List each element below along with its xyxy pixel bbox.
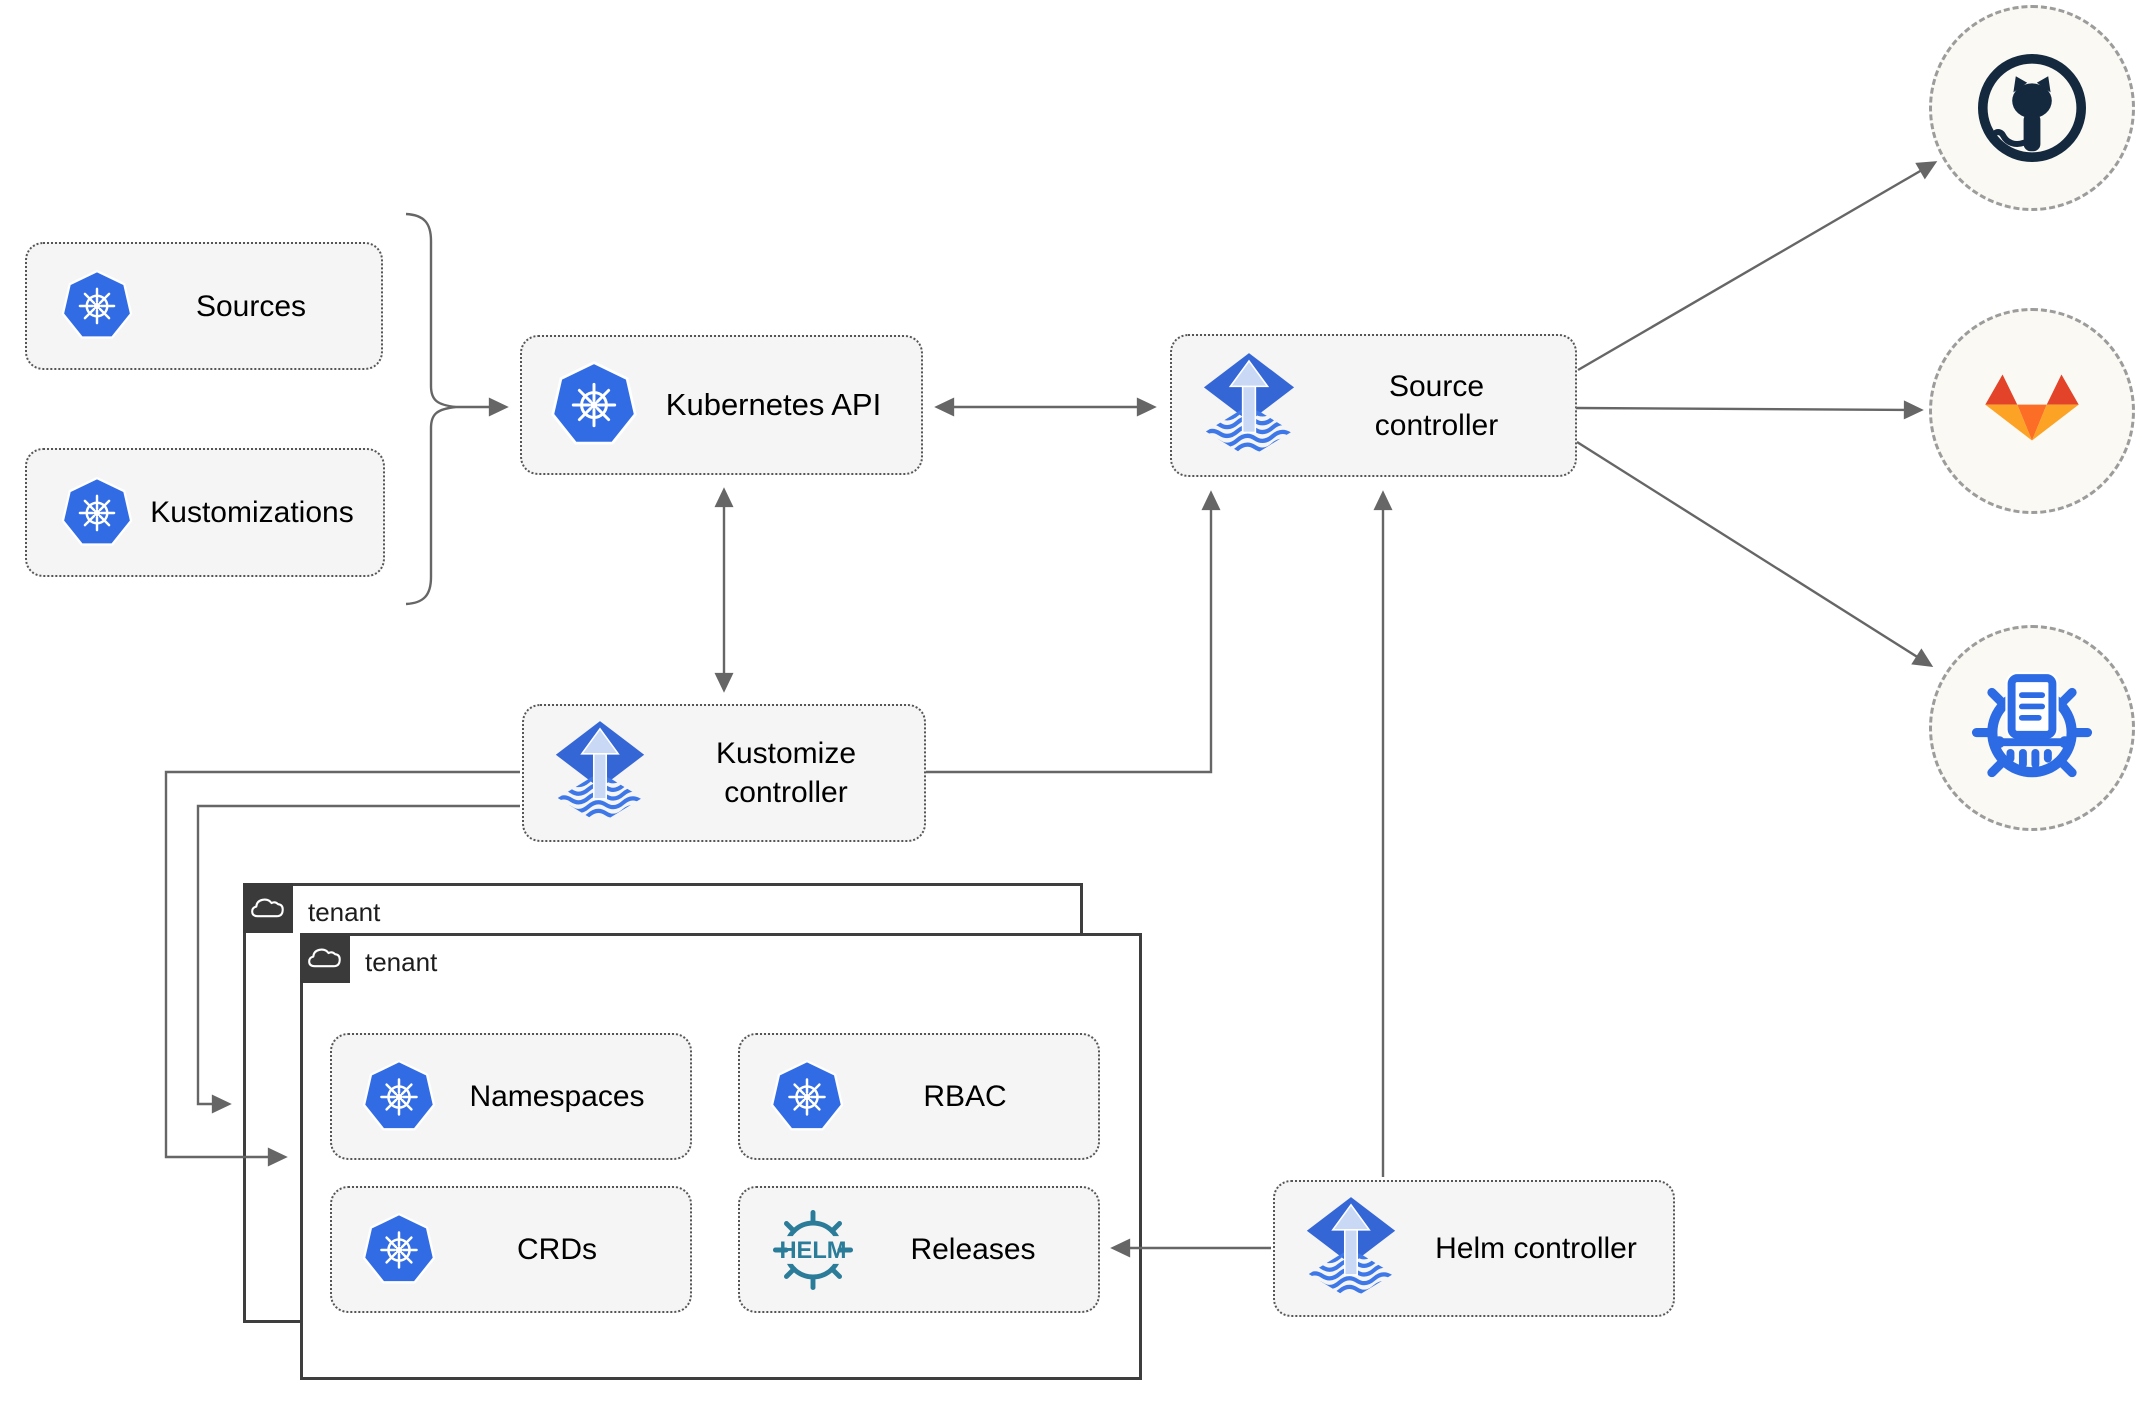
node-label: Kustomize controller (715, 737, 857, 809)
node-label: Releases (910, 1233, 1036, 1266)
node-sources: Sources (25, 242, 383, 370)
kubernetes-icon (360, 1211, 438, 1289)
tenant-tab (243, 883, 293, 933)
cloud-icon (251, 898, 284, 918)
endpoint-gitlab (1929, 308, 2135, 514)
edge-kustomizectrl-sourcectrl (926, 490, 1221, 774)
gitlab-icon (1985, 374, 2079, 441)
tenant-label: tenant (308, 897, 381, 927)
edge-sourcectrl-gitlab (1575, 400, 1924, 420)
node-kubernetes-api: Kubernetes API (520, 335, 923, 475)
flux-icon (552, 720, 648, 826)
edge-sourcectrl-github (1577, 161, 1938, 372)
cloud-icon (308, 948, 341, 968)
kubernetes-icon (59, 475, 135, 551)
node-releases: HELM Releases (738, 1186, 1100, 1313)
flux-icon (1303, 1196, 1399, 1302)
node-crds: CRDs (330, 1186, 692, 1313)
node-label: Helm controller (1435, 1232, 1637, 1265)
node-label: Namespaces (469, 1080, 645, 1113)
tenant-label: tenant (365, 947, 438, 977)
kubernetes-icon (360, 1058, 438, 1136)
edge-sourcectrl-bucket (1576, 440, 1934, 668)
tenant-tab (300, 933, 350, 983)
bucket-icon (1964, 660, 2100, 796)
node-label: Kubernetes API (665, 386, 882, 422)
node-source-controller: Source controller (1170, 334, 1577, 477)
kubernetes-icon (59, 268, 135, 344)
node-label: RBAC (923, 1080, 1007, 1113)
kubernetes-icon (768, 1058, 846, 1136)
endpoint-github (1929, 5, 2135, 211)
node-kustomizations: Kustomizations (25, 448, 385, 577)
node-label: CRDs (517, 1233, 597, 1266)
endpoint-bucket (1929, 625, 2135, 831)
github-icon (1972, 48, 2092, 168)
node-namespaces: Namespaces (330, 1033, 692, 1160)
kubernetes-icon (548, 359, 640, 451)
edge-brace (405, 212, 457, 606)
node-label: Sources (195, 289, 307, 323)
flux-icon (1200, 352, 1298, 460)
helm-wordmark: HELM (779, 1238, 846, 1264)
node-label: Kustomizations (150, 496, 354, 529)
node-kustomize-controller: Kustomize controller (522, 704, 926, 842)
node-rbac: RBAC (738, 1033, 1100, 1160)
helm-icon: HELM (764, 1201, 862, 1299)
node-helm-controller: Helm controller (1273, 1180, 1675, 1317)
node-label: Source controller (1374, 369, 1499, 442)
